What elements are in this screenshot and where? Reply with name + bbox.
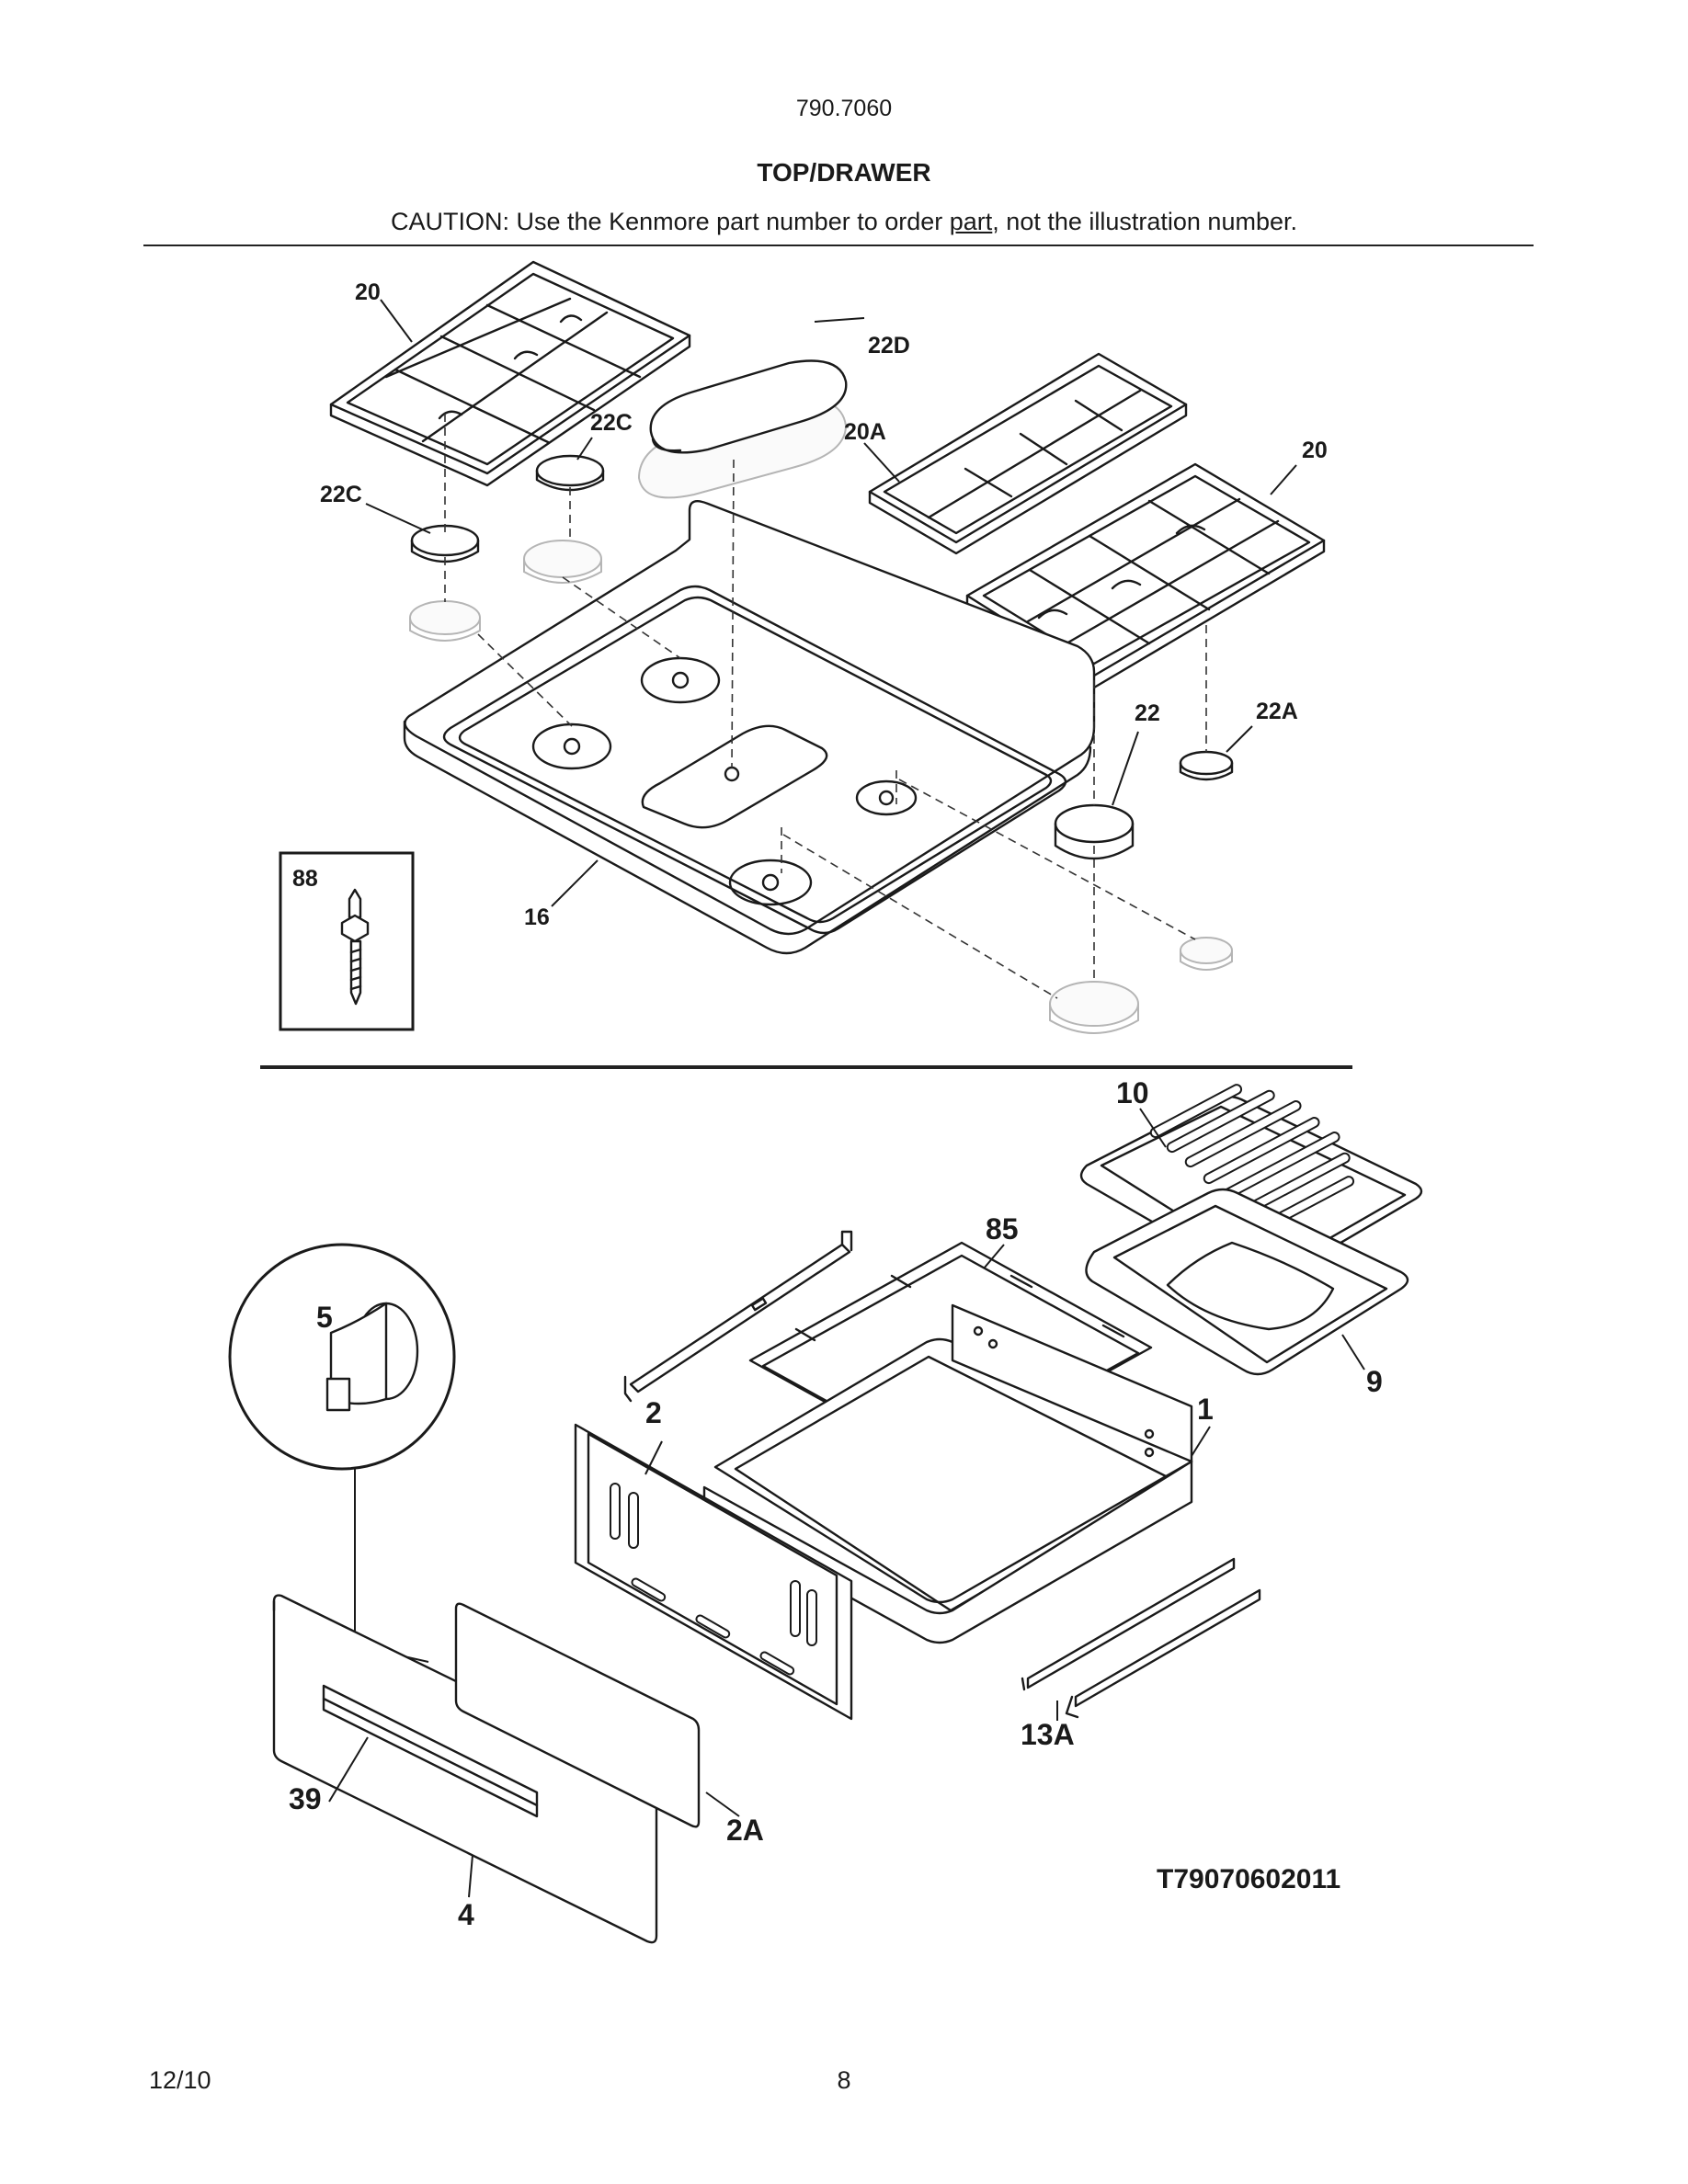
- drawer-knob-5[interactable]: [325, 1302, 419, 1412]
- burner-head-ghost-left: [409, 600, 481, 642]
- callout-22: 22: [1135, 700, 1160, 726]
- callout-4: 4: [458, 1898, 474, 1931]
- callout-9: 9: [1366, 1365, 1383, 1398]
- callout-2a: 2A: [726, 1814, 764, 1847]
- center-oval-grate[interactable]: [637, 359, 848, 499]
- callout-22d: 22D: [868, 333, 910, 358]
- burner-cap-upper-22c[interactable]: [535, 454, 605, 492]
- burner-head-ghost-22: [1049, 981, 1139, 1034]
- caution-note: CAUTION: Use the Kenmore part number to …: [0, 208, 1688, 236]
- figure-id: T79070602011: [1157, 1864, 1340, 1894]
- caution-text-end: , not the illustration number.: [992, 208, 1297, 235]
- broil-pan-9[interactable]: [1085, 1188, 1409, 1376]
- leader-lines-bottom: [328, 1108, 1365, 1898]
- callout-85: 85: [986, 1212, 1019, 1246]
- caution-text: CAUTION: Use the Kenmore part number to …: [391, 208, 950, 235]
- callout-5: 5: [316, 1301, 333, 1334]
- callout-1: 1: [1197, 1393, 1214, 1426]
- alignment-lines-top: [444, 414, 1207, 999]
- drawer-panel-2[interactable]: [574, 1423, 853, 1721]
- cooktop-16[interactable]: [403, 500, 1096, 955]
- burner-head-ghost-22a: [1180, 937, 1233, 971]
- screw-88[interactable]: [340, 888, 370, 1006]
- callout-2: 2: [645, 1396, 662, 1429]
- drawer-rail-left[interactable]: [623, 1230, 853, 1403]
- inset-box-88: [279, 851, 415, 1031]
- section-divider: [260, 1065, 1352, 1069]
- page-number: 8: [837, 2066, 851, 2094]
- page-title: TOP/DRAWER: [757, 158, 931, 187]
- center-grate-20a[interactable]: [868, 352, 1188, 555]
- callout-16: 16: [524, 904, 550, 930]
- callout-20-right: 20: [1302, 438, 1328, 463]
- inset-circle-5: [228, 1243, 456, 1663]
- callout-13a: 13A: [1021, 1718, 1075, 1751]
- drawer-inner-panel-2a[interactable]: [454, 1602, 701, 1828]
- callout-20a: 20A: [844, 419, 886, 445]
- callout-88: 88: [292, 866, 318, 892]
- drawer-handle-39[interactable]: [322, 1684, 539, 1818]
- left-burner-grate[interactable]: [329, 260, 691, 487]
- drawer-slide-13a[interactable]: [1021, 1557, 1261, 1719]
- header-divider: [143, 245, 1534, 246]
- callout-39: 39: [289, 1782, 322, 1815]
- model-number: 790.7060: [795, 96, 893, 121]
- footer-date: 12/10: [149, 2066, 211, 2094]
- burner-cap-22a[interactable]: [1179, 750, 1234, 781]
- callout-10: 10: [1116, 1076, 1149, 1109]
- caution-part-link[interactable]: part: [949, 208, 993, 235]
- callout-22a: 22A: [1256, 699, 1298, 724]
- callout-22c-left: 22C: [320, 482, 362, 507]
- callout-22c-upper: 22C: [590, 410, 633, 436]
- leader-lines-top: [365, 299, 1297, 907]
- callout-20-left: 20: [355, 279, 381, 305]
- burner-head-ghost-upper: [523, 540, 602, 584]
